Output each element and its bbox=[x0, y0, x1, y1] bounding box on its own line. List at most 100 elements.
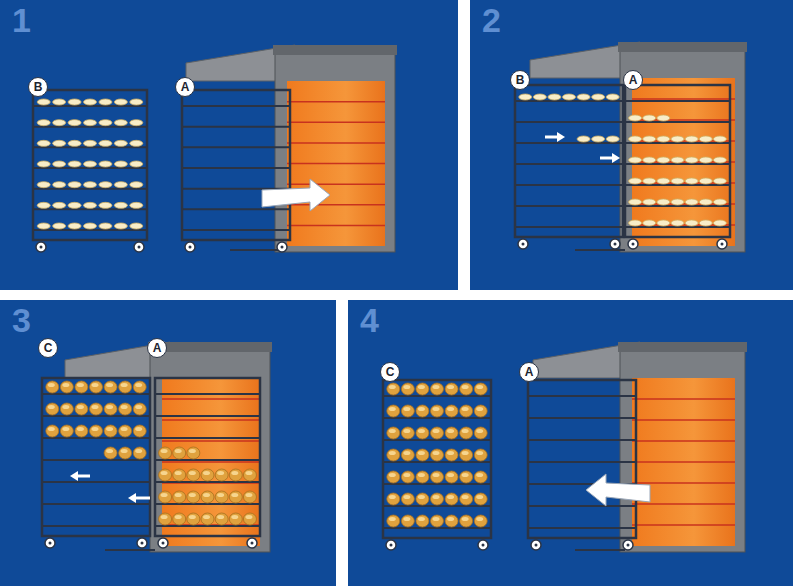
dough-piece bbox=[657, 136, 670, 142]
baked-bun bbox=[215, 469, 228, 481]
bun-highlight bbox=[403, 385, 410, 389]
baked-bun bbox=[387, 449, 400, 461]
baked-bun bbox=[445, 449, 458, 461]
baked-bun bbox=[445, 515, 458, 527]
step-number: 2 bbox=[482, 2, 501, 39]
bun-highlight bbox=[476, 451, 483, 455]
dough-piece bbox=[699, 220, 712, 226]
baked-bun bbox=[173, 513, 186, 525]
wheel-hub bbox=[390, 544, 393, 547]
rack-shelf bbox=[528, 417, 636, 419]
baked-bun bbox=[431, 493, 444, 505]
bun-highlight bbox=[175, 515, 182, 519]
bun-highlight bbox=[175, 493, 182, 497]
bun-highlight bbox=[106, 405, 113, 409]
floor-rail bbox=[575, 549, 625, 551]
baked-bun bbox=[119, 403, 132, 415]
dough-piece bbox=[130, 223, 143, 229]
dough-piece bbox=[657, 115, 670, 121]
baked-bun bbox=[460, 493, 473, 505]
oven-top bbox=[618, 342, 747, 352]
rack-shelf bbox=[182, 167, 290, 169]
dough-piece bbox=[114, 140, 127, 146]
baked-bun bbox=[75, 381, 88, 393]
baked-bun bbox=[401, 471, 414, 483]
dough-piece bbox=[563, 94, 576, 100]
rack-frame bbox=[515, 85, 623, 237]
callout-circle: A bbox=[623, 70, 643, 90]
dough-piece bbox=[53, 140, 66, 146]
callout-circle: C bbox=[380, 362, 400, 382]
baked-bun bbox=[90, 425, 103, 437]
bun-highlight bbox=[217, 471, 224, 475]
bun-highlight bbox=[245, 471, 252, 475]
bun-highlight bbox=[92, 405, 99, 409]
wheel-hub bbox=[141, 542, 144, 545]
rack-frame bbox=[42, 378, 150, 536]
heat-line bbox=[287, 101, 385, 103]
rack-shelf bbox=[625, 100, 730, 102]
bun-highlight bbox=[447, 473, 454, 477]
wheel-hub bbox=[535, 544, 538, 547]
bun-highlight bbox=[462, 495, 469, 499]
dough-piece bbox=[629, 220, 642, 226]
bun-highlight bbox=[77, 427, 84, 431]
bun-highlight bbox=[418, 517, 425, 521]
rack-wheel bbox=[277, 242, 287, 252]
baked-bun bbox=[104, 381, 117, 393]
baked-bun bbox=[243, 513, 256, 525]
baked-bun bbox=[474, 471, 487, 483]
heat-line bbox=[162, 440, 260, 442]
baked-bun bbox=[445, 405, 458, 417]
baked-bun bbox=[416, 427, 429, 439]
dough-piece bbox=[114, 161, 127, 167]
wheel-hub bbox=[614, 243, 617, 246]
dough-piece bbox=[37, 99, 50, 105]
baked-bun bbox=[133, 447, 146, 459]
dough-piece bbox=[629, 199, 642, 205]
dough-piece bbox=[99, 120, 112, 126]
oven-illustration bbox=[348, 300, 793, 586]
baked-bun bbox=[474, 493, 487, 505]
dough-piece bbox=[68, 161, 81, 167]
rack-shelf bbox=[155, 415, 260, 417]
rack-shelf bbox=[515, 142, 623, 144]
bun-highlight bbox=[175, 471, 182, 475]
rack-shelf bbox=[155, 393, 260, 395]
wheel-hub bbox=[251, 542, 254, 545]
step-number: 4 bbox=[360, 302, 379, 339]
baked-bun bbox=[60, 403, 73, 415]
dough-piece bbox=[643, 115, 656, 121]
callout-circle: B bbox=[510, 70, 530, 90]
dough-piece bbox=[519, 94, 532, 100]
dough-piece bbox=[699, 157, 712, 163]
bun-highlight bbox=[403, 495, 410, 499]
bun-highlight bbox=[433, 495, 440, 499]
baked-bun bbox=[387, 427, 400, 439]
callout-letter: C bbox=[386, 366, 395, 378]
baked-bun bbox=[187, 491, 200, 503]
bun-highlight bbox=[389, 473, 396, 477]
oven-top bbox=[273, 45, 397, 55]
bun-highlight bbox=[161, 515, 168, 519]
wheel-hub bbox=[522, 243, 525, 246]
dough-piece bbox=[114, 223, 127, 229]
rack-shelf bbox=[182, 126, 290, 128]
dough-piece bbox=[713, 220, 726, 226]
bun-highlight bbox=[433, 385, 440, 389]
callout-circle: A bbox=[147, 338, 167, 358]
wheel-hub bbox=[40, 246, 43, 249]
floor-rail bbox=[575, 249, 625, 251]
dough-piece bbox=[657, 220, 670, 226]
bun-highlight bbox=[77, 405, 84, 409]
bun-highlight bbox=[121, 383, 128, 387]
wheel-hub bbox=[49, 542, 52, 545]
dough-piece bbox=[606, 136, 619, 142]
rack-shelf bbox=[182, 105, 290, 107]
bun-highlight bbox=[203, 493, 210, 497]
heat-line bbox=[632, 98, 735, 100]
heat-line bbox=[632, 482, 735, 484]
wheel-hub bbox=[721, 243, 724, 246]
dough-piece bbox=[671, 157, 684, 163]
dough-piece bbox=[130, 120, 143, 126]
